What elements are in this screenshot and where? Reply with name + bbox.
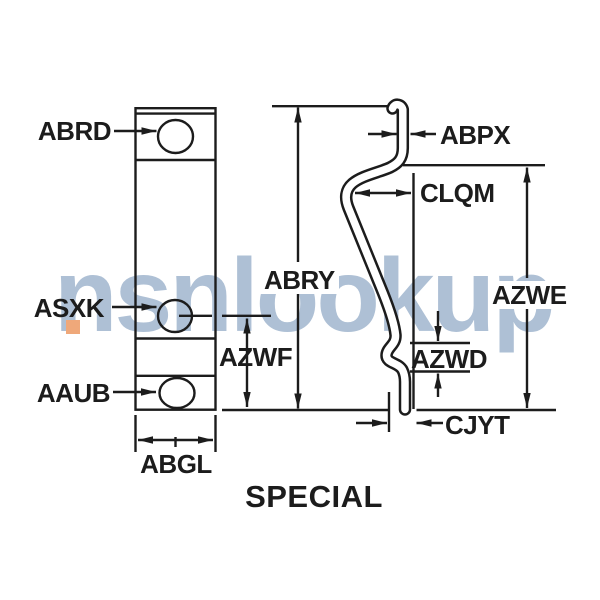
hole-abrd (156, 118, 195, 155)
dimension-label-azwd: AZWD (411, 344, 487, 374)
azwd-dimension (410, 311, 470, 397)
profile-material-core (342, 100, 409, 414)
dimension-label-clqm: CLQM (420, 178, 495, 208)
dimension-label-abry: ABRY (260, 266, 339, 294)
watermark-orange-square (66, 320, 80, 334)
dimension-label-aaub: AAUB (36, 378, 111, 408)
azwe-dimension (403, 163, 545, 408)
base-reference-line (222, 392, 556, 432)
dimension-label-azwf: AZWF (219, 342, 293, 372)
abgl-dimension (134, 415, 217, 452)
dimension-label-azwe: AZWE (488, 281, 571, 309)
dimension-label-cjyt: CJYT (445, 410, 510, 440)
abry-dimension (272, 104, 392, 409)
hole-aaub (158, 376, 196, 410)
dimension-label-abgl: ABGL (140, 449, 212, 479)
dimension-label-abrd: ABRD (37, 116, 112, 146)
figure-caption: SPECIAL (245, 479, 383, 514)
watermark-text: nsnlookup (54, 238, 556, 354)
azwf-dimension (179, 314, 271, 407)
dimension-label-abpx: ABPX (440, 120, 511, 150)
clqm-dimension (355, 173, 415, 409)
front-view-outline (134, 106, 217, 411)
front-view (134, 106, 217, 411)
dimension-label-asxk: ASXK (33, 293, 105, 323)
profile-view (339, 98, 412, 416)
